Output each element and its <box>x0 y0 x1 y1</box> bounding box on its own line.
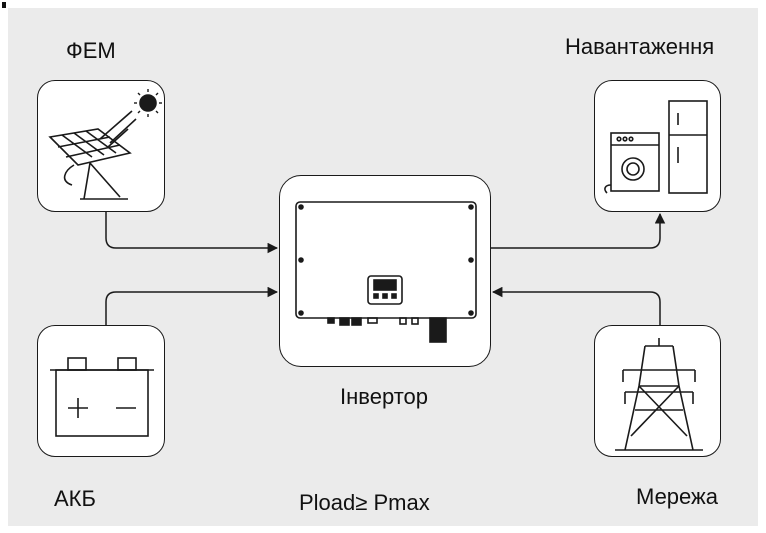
pv-label: ФЕМ <box>66 38 116 63</box>
battery-label: АКБ <box>54 486 96 511</box>
condition-text: Pload≥ Pmax <box>299 490 430 515</box>
pv-to-inverter-arrow <box>105 212 279 254</box>
home-appliances-icon <box>604 100 708 194</box>
inverter-label: Інвертор <box>340 384 428 409</box>
power-tower-icon <box>615 338 703 451</box>
load-box <box>594 80 721 212</box>
inverter-to-load-arrow <box>491 212 666 249</box>
battery-icon <box>50 357 154 437</box>
load-label: Навантаження <box>565 34 715 59</box>
inverter-icon <box>295 201 477 343</box>
grid-to-inverter-arrow <box>491 286 661 325</box>
grid-box <box>594 325 721 457</box>
inverter-box <box>279 175 491 367</box>
pv-box <box>37 80 165 212</box>
grid-label: Мережа <box>636 484 718 509</box>
battery-box <box>37 325 165 457</box>
battery-to-inverter-arrow <box>105 286 279 325</box>
corner-mark <box>2 2 6 8</box>
solar-panel-icon <box>48 89 162 200</box>
